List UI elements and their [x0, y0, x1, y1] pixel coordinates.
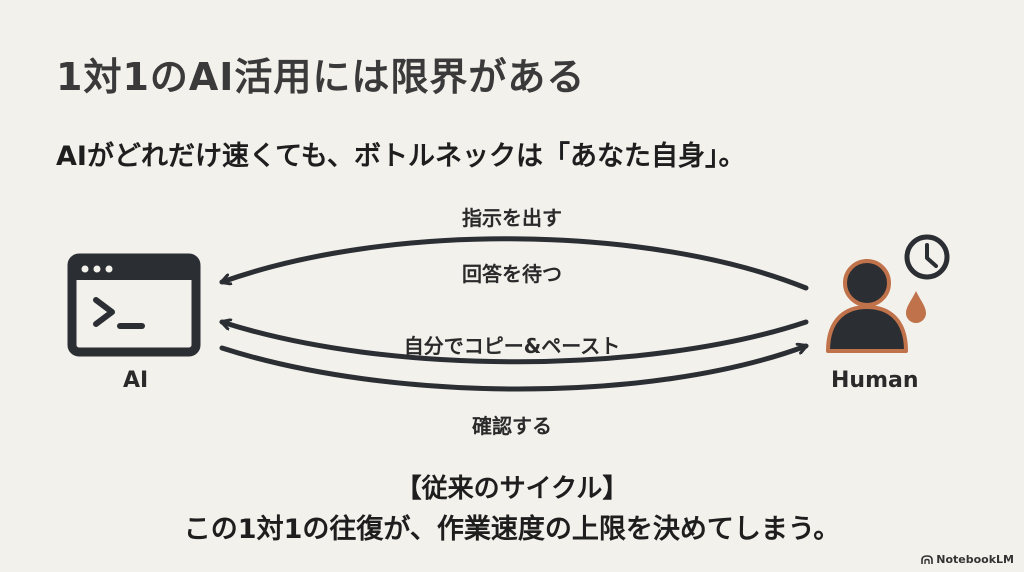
arrow-label-copy-paste: 自分でコピー&ペースト	[403, 334, 621, 358]
arrow-label-wait: 回答を待つ	[462, 262, 562, 286]
brand-name: NotebookLM	[936, 553, 1014, 566]
person-icon	[826, 259, 908, 353]
arrow-label-instruct: 指示を出す	[462, 206, 562, 230]
terminal-window-icon	[67, 253, 201, 357]
human-label: Human	[831, 368, 919, 393]
caption-heading: 【従来のサイクル】	[395, 474, 629, 504]
brand-watermark: NotebookLM	[921, 553, 1014, 566]
arrow-wait	[219, 322, 809, 365]
page-title: 1対1のAI活用には限界がある	[56, 55, 586, 99]
notebooklm-logo-icon	[921, 554, 934, 564]
ai-label: AI	[123, 368, 149, 393]
page-subtitle: AIがどれだけ速くても、ボトルネックは「あなた自身」。	[56, 141, 746, 172]
arrow-label-confirm: 確認する	[472, 414, 552, 438]
sweat-drop-icon	[906, 291, 926, 323]
clock-icon	[904, 234, 950, 280]
arrow-confirm	[219, 346, 809, 392]
caption-text: この1対1の往復が、作業速度の上限を決めてしまう。	[183, 514, 841, 545]
arrow-instruct	[219, 236, 809, 291]
